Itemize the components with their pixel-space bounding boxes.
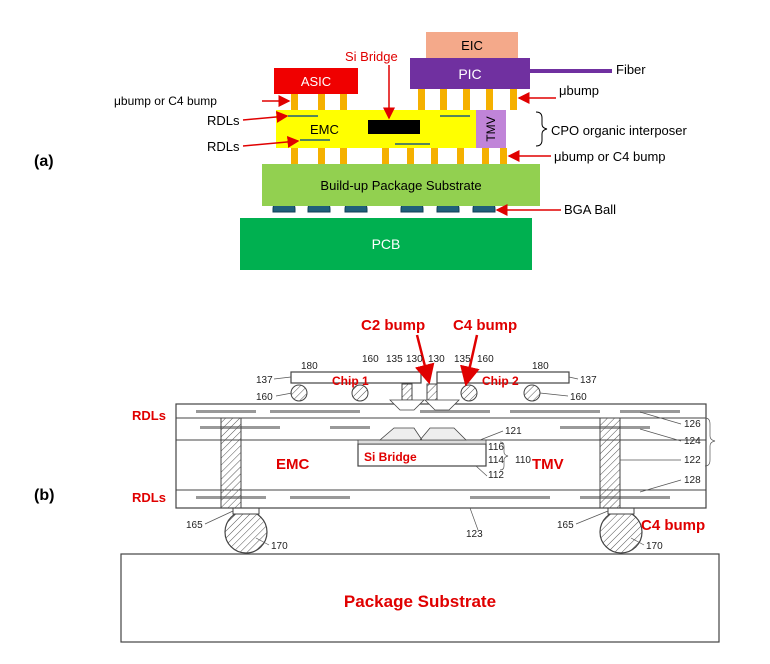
chip2-block — [436, 371, 570, 384]
panel-a-tag: (a) — [34, 153, 54, 170]
rdls-top-arrow — [242, 110, 289, 123]
ref-130-left: 130 — [406, 354, 423, 365]
ref-135-left: 135 — [386, 354, 403, 365]
tmv-column-right — [599, 417, 621, 509]
tmv-label-b: TMV — [532, 456, 564, 473]
ref-114: 114 — [488, 455, 504, 466]
bond-pads — [389, 399, 460, 411]
panel-b: (b) Package Substrate — [34, 317, 720, 643]
c4-bump-bottom-label: C4 bump — [641, 517, 705, 534]
leader-lines — [204, 376, 716, 546]
pic-bumps — [418, 89, 517, 110]
ref-124: 124 — [684, 436, 701, 447]
pic-label: PIC — [458, 66, 481, 82]
emc-label: EMC — [310, 122, 339, 137]
ref-160-right: 160 — [477, 354, 494, 365]
panel-b-tag: (b) — [34, 487, 54, 504]
asic-bumps — [291, 94, 347, 110]
chip1-label: Chip 1 — [332, 374, 369, 388]
cpo-interposer-label: CPO organic interposer — [551, 123, 688, 138]
rdls-top-label-b: RDLs — [132, 408, 166, 423]
tmv-block — [476, 110, 506, 148]
si-bridge-label-b: Si Bridge — [364, 450, 417, 464]
package-substrate-block — [120, 553, 720, 643]
c2-bump-label: C2 bump — [361, 317, 425, 334]
ref-123: 123 — [466, 529, 483, 540]
emc-label-b: EMC — [276, 456, 310, 473]
chip2-label: Chip 2 — [482, 374, 519, 388]
ref-170-right: 170 — [646, 541, 663, 552]
ref-128: 128 — [684, 475, 701, 486]
c4-bump-top-arrow — [460, 334, 480, 387]
ref-137-left: 137 — [256, 375, 273, 386]
ubump-top-label: μbump — [559, 83, 599, 98]
c4-bump-top-label: C4 bump — [453, 317, 517, 334]
rdl-lines — [288, 115, 470, 145]
package-substrate-label: Package Substrate — [344, 592, 496, 611]
panel-a: (a) PCB Build-up Package Substrate — [34, 32, 688, 270]
ref-126: 126 — [684, 419, 701, 430]
bga-ball-label: BGA Ball — [564, 202, 616, 217]
tmv-column-left — [220, 417, 242, 509]
buildup-substrate-label: Build-up Package Substrate — [320, 178, 481, 193]
bottom-c4-balls — [224, 507, 643, 554]
ref-180-right: 180 — [532, 361, 549, 372]
pcb-label: PCB — [372, 236, 401, 252]
ref-110: 110 — [515, 455, 531, 466]
ref-122: 122 — [684, 455, 701, 466]
ubump-c4-bottom-label: μbump or C4 bump — [554, 149, 666, 164]
ref-112: 112 — [488, 470, 504, 481]
rdls-bottom-arrow — [242, 135, 300, 148]
ubump-c4-top-label: μbump or C4 bump — [114, 94, 217, 108]
ref-160-far-left: 160 — [256, 392, 273, 403]
fiber-line — [530, 69, 612, 73]
interposer-brace — [535, 111, 548, 147]
ref-160-far-right: 160 — [570, 392, 587, 403]
ref-135-right: 135 — [454, 354, 471, 365]
ref-170-left: 170 — [271, 541, 288, 552]
c2-bump-arrow — [414, 334, 435, 385]
ref-121: 121 — [505, 426, 522, 437]
rdls-top-label-a: RDLs — [207, 113, 240, 128]
si-bridge-label-a: Si Bridge — [345, 49, 398, 64]
ref-137-right: 137 — [580, 375, 597, 386]
rdls-bottom-label-b: RDLs — [132, 490, 166, 505]
rdls-bottom-label-a: RDLs — [207, 139, 240, 154]
fiber-label: Fiber — [616, 62, 646, 77]
chip-bumps — [290, 383, 541, 402]
tmv-label: TMV — [484, 116, 498, 141]
ref-160-left: 160 — [362, 354, 379, 365]
asic-block — [274, 68, 358, 94]
asic-label: ASIC — [301, 74, 331, 89]
pic-block — [410, 58, 530, 89]
eic-block — [426, 32, 518, 58]
ref-180-left: 180 — [301, 361, 318, 372]
eic-label: EIC — [461, 38, 483, 53]
ref-130-right: 130 — [428, 354, 445, 365]
si-bridge-block — [368, 120, 420, 134]
buildup-substrate-block — [262, 164, 540, 206]
ref-116: 116 — [488, 442, 504, 453]
pcb-block — [240, 218, 532, 270]
bottom-bumps — [291, 148, 507, 164]
ref-165-right: 165 — [557, 520, 574, 531]
ref-165-left: 165 — [186, 520, 203, 531]
